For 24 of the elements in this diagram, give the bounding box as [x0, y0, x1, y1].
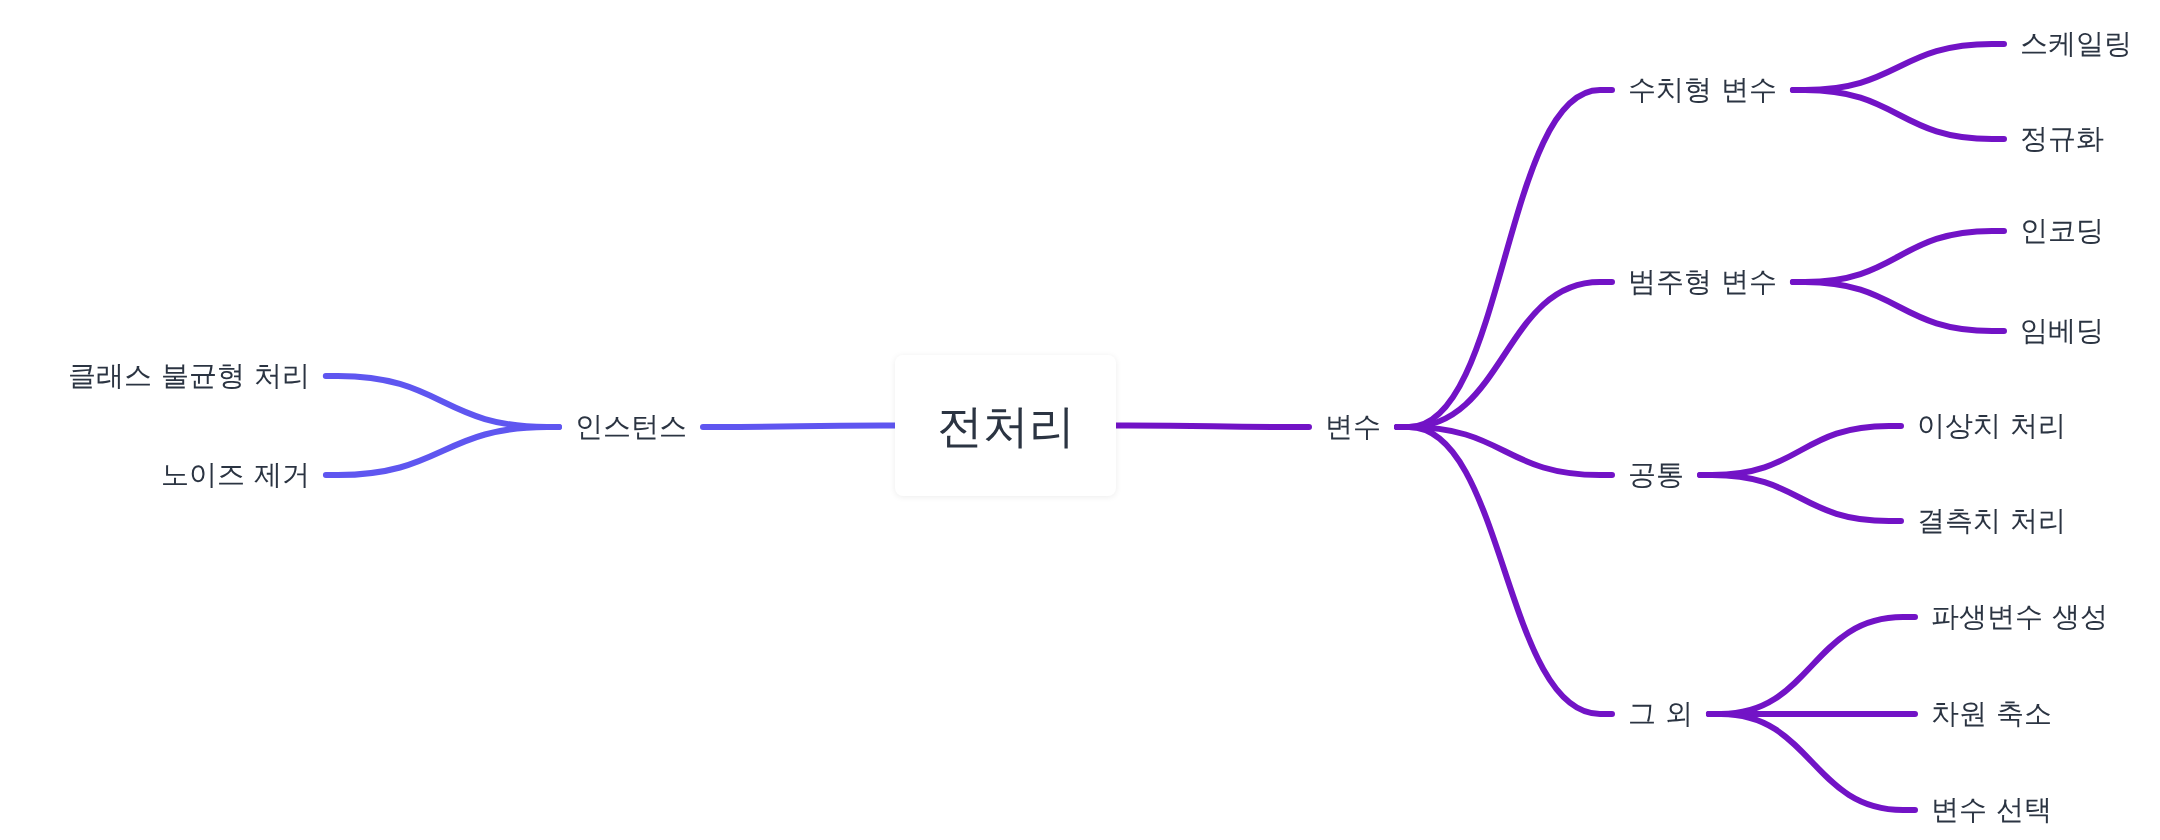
- branch-line: [1394, 424, 1615, 717]
- topic-label: 차원 축소: [1915, 695, 2068, 733]
- topic-label: 인스턴스: [559, 408, 703, 446]
- topic-label: 정규화: [2004, 120, 2120, 158]
- topic-label: 스케일링: [2004, 25, 2148, 63]
- branch-line: [1705, 711, 1918, 813]
- topic-label: 결측치 처리: [1901, 502, 2082, 540]
- topic-label: 파생변수 생성: [1915, 598, 2124, 636]
- topic-label: 클래스 불균형 처리: [52, 357, 326, 395]
- topic-label: 임베딩: [2004, 312, 2120, 350]
- topic-label: 공통: [1612, 456, 1700, 494]
- topic-label: 변수 선택: [1915, 791, 2068, 829]
- topic-label: 인코딩: [2004, 212, 2120, 250]
- branch-line: [1697, 472, 1904, 524]
- topic-label: 그 외: [1612, 695, 1709, 733]
- topic-label: 이상치 처리: [1901, 407, 2082, 445]
- topic-label: 수치형 변수: [1612, 71, 1793, 109]
- topic-label: 변수: [1309, 408, 1397, 446]
- topic-label: 범주형 변수: [1612, 263, 1793, 301]
- branch-line: [1789, 279, 2007, 334]
- topic-label: 노이즈 제거: [145, 456, 326, 494]
- branch-line: [1789, 87, 2007, 142]
- branch-line: [322, 424, 562, 478]
- central-topic: 전처리: [895, 355, 1116, 496]
